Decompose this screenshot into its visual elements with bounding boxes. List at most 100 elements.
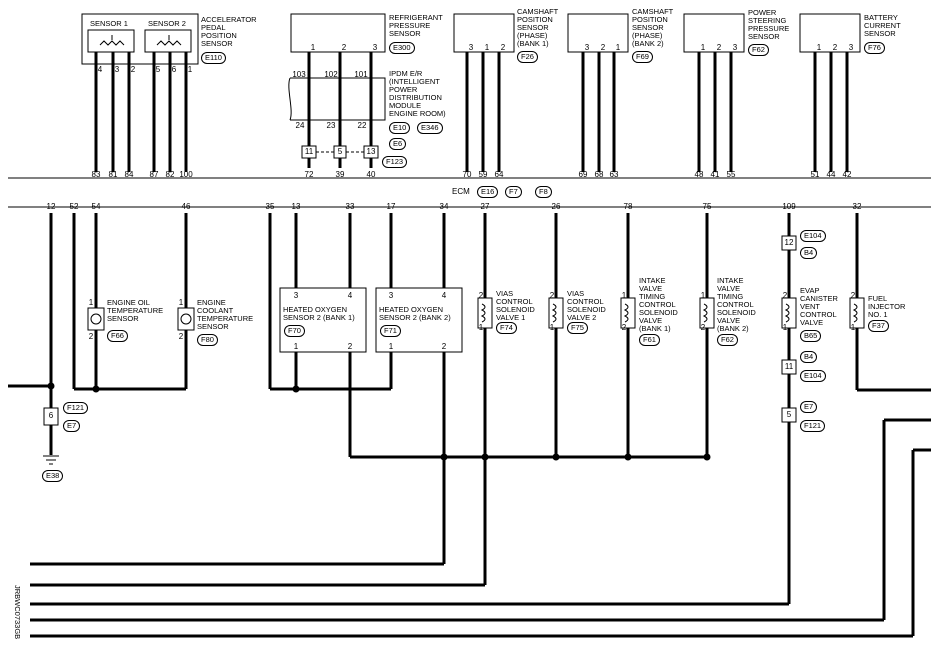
pin-number: 1 (478, 323, 484, 332)
connector-code: B4 (800, 247, 818, 259)
connector-code: F75 (567, 322, 588, 334)
ecm-pin: 82 (165, 170, 175, 179)
connector-code: E104 (800, 230, 826, 242)
sensor-2-label: SENSOR 2 (148, 19, 186, 28)
pin-number: 6 (171, 65, 177, 74)
ecm-pin: 75 (702, 202, 712, 211)
connector-code: F71 (380, 325, 401, 337)
vias-valve-1-label: VIAS CONTROL SOLENOID VALVE 1 (496, 289, 535, 322)
pin-number: 5 (155, 65, 161, 74)
connector-code: F62 (717, 334, 738, 346)
pin-number: 2 (850, 291, 856, 300)
pin-number: 1 (700, 291, 706, 300)
connector-code: E7 (63, 420, 81, 432)
connector-code: E110 (201, 52, 226, 64)
pin-number: 5 (337, 147, 343, 156)
ground-code: E38 (42, 470, 64, 482)
ecm-pin: 13 (291, 202, 301, 211)
ecm-pin: 34 (439, 202, 449, 211)
pin-number: 3 (468, 43, 474, 52)
pin-number: 3 (388, 291, 394, 300)
pin-number: 3 (114, 65, 120, 74)
pin-number: 1 (850, 323, 856, 332)
connector-code: E346 (417, 122, 443, 134)
engine-oil-temp-sensor-label: ENGINE OIL TEMPERATURE SENSOR (107, 298, 164, 323)
pin-number: 102 (324, 70, 338, 79)
pin-number: 1 (293, 342, 299, 351)
ecm-pin: 35 (265, 202, 275, 211)
pin-number: 3 (293, 291, 299, 300)
pin-number: 1 (816, 43, 822, 52)
pin-number: 3 (732, 43, 738, 52)
pin-number: 11 (304, 147, 314, 156)
ecm-pin: 87 (149, 170, 159, 179)
ecm-pin: 64 (494, 170, 504, 179)
ecm-pin: 55 (726, 170, 736, 179)
ecm-pin: 52 (69, 202, 79, 211)
ipdm-label: IPDM E/R (INTELLIGENT POWER DISTRIBUTION… (389, 69, 446, 118)
connector-code: F121 (800, 420, 826, 432)
ecm-pin: 109 (782, 202, 796, 211)
ecm-pin: 46 (181, 202, 191, 211)
ecm-pin: 40 (366, 170, 376, 179)
ecm-pin: 39 (335, 170, 345, 179)
connector-code: F76 (864, 42, 885, 54)
power-steering-sensor-label: POWER STEERING PRESSURE SENSOR (748, 8, 790, 41)
engine-coolant-temp-sensor-label: ENGINE COOLANT TEMPERATURE SENSOR (197, 298, 254, 331)
pin-number: 24 (295, 121, 305, 130)
pin-number: 2 (700, 323, 706, 332)
ecm-pin: 54 (91, 202, 101, 211)
pin-number: 2 (621, 323, 627, 332)
pin-number: 2 (478, 291, 484, 300)
ecm-label: ECM (452, 187, 470, 196)
connector-code: E7 (800, 401, 818, 413)
pin-number: 3 (848, 43, 854, 52)
camshaft-bank1-label: CAMSHAFT POSITION SENSOR (PHASE) (BANK 1… (517, 7, 559, 48)
pin-number: 1 (484, 43, 490, 52)
vias-valve-2-label: VIAS CONTROL SOLENOID VALVE 2 (567, 289, 606, 322)
accelerator-pedal-sensor-label: ACCELERATOR PEDAL POSITION SENSOR (201, 15, 257, 48)
pin-number: 2 (441, 342, 447, 351)
pin-number: 2 (832, 43, 838, 52)
heated-oxygen-sensor-bank2-label: HEATED OXYGEN SENSOR 2 (BANK 2) (379, 305, 451, 322)
pin-number: 1 (700, 43, 706, 52)
evap-canister-vent-valve-label: EVAP CANISTER VENT CONTROL VALVE (800, 286, 838, 327)
connector-code: E300 (389, 42, 415, 54)
camshaft-bank2-label: CAMSHAFT POSITION SENSOR (PHASE) (BANK 2… (632, 7, 674, 48)
pin-number: 2 (716, 43, 722, 52)
ecm-pin: 12 (46, 202, 56, 211)
sensor-1-label: SENSOR 1 (90, 19, 128, 28)
pin-number: 1 (88, 298, 94, 307)
pin-number: 13 (366, 147, 376, 156)
pin-number: 2 (500, 43, 506, 52)
intake-valve-timing-bank2-label: INTAKE VALVE TIMING CONTROL SOLENOID VAL… (717, 276, 756, 333)
pin-number: 1 (549, 323, 555, 332)
ecm-pin: 84 (124, 170, 134, 179)
ecm-pin: 78 (623, 202, 633, 211)
ecm-pin: 83 (91, 170, 101, 179)
connector-code: F62 (748, 44, 769, 56)
connector-code: F8 (535, 186, 552, 198)
pin-number: 4 (347, 291, 353, 300)
ecm-pin: 51 (810, 170, 820, 179)
pin-number: 2 (782, 291, 788, 300)
pin-number: 22 (357, 121, 367, 130)
connector-code: F69 (632, 51, 653, 63)
diagram-id: JRBWC0733GB (13, 585, 22, 640)
pin-number: 2 (347, 342, 353, 351)
pin-number: 101 (354, 70, 368, 79)
ecm-pin: 70 (462, 170, 472, 179)
pin-number: 103 (292, 70, 306, 79)
connector-code: F123 (382, 156, 408, 168)
connector-code: F61 (639, 334, 660, 346)
connector-code: F7 (505, 186, 522, 198)
refrigerant-sensor-label: REFRIGERANT PRESSURE SENSOR (389, 13, 443, 38)
ecm-pin: 42 (842, 170, 852, 179)
pin-number: 2 (178, 332, 184, 341)
pin-number: 3 (584, 43, 590, 52)
connector-code: F70 (284, 325, 305, 337)
pin-number: 4 (97, 65, 103, 74)
connector-code: E6 (389, 138, 407, 150)
ecm-pin: 81 (108, 170, 118, 179)
